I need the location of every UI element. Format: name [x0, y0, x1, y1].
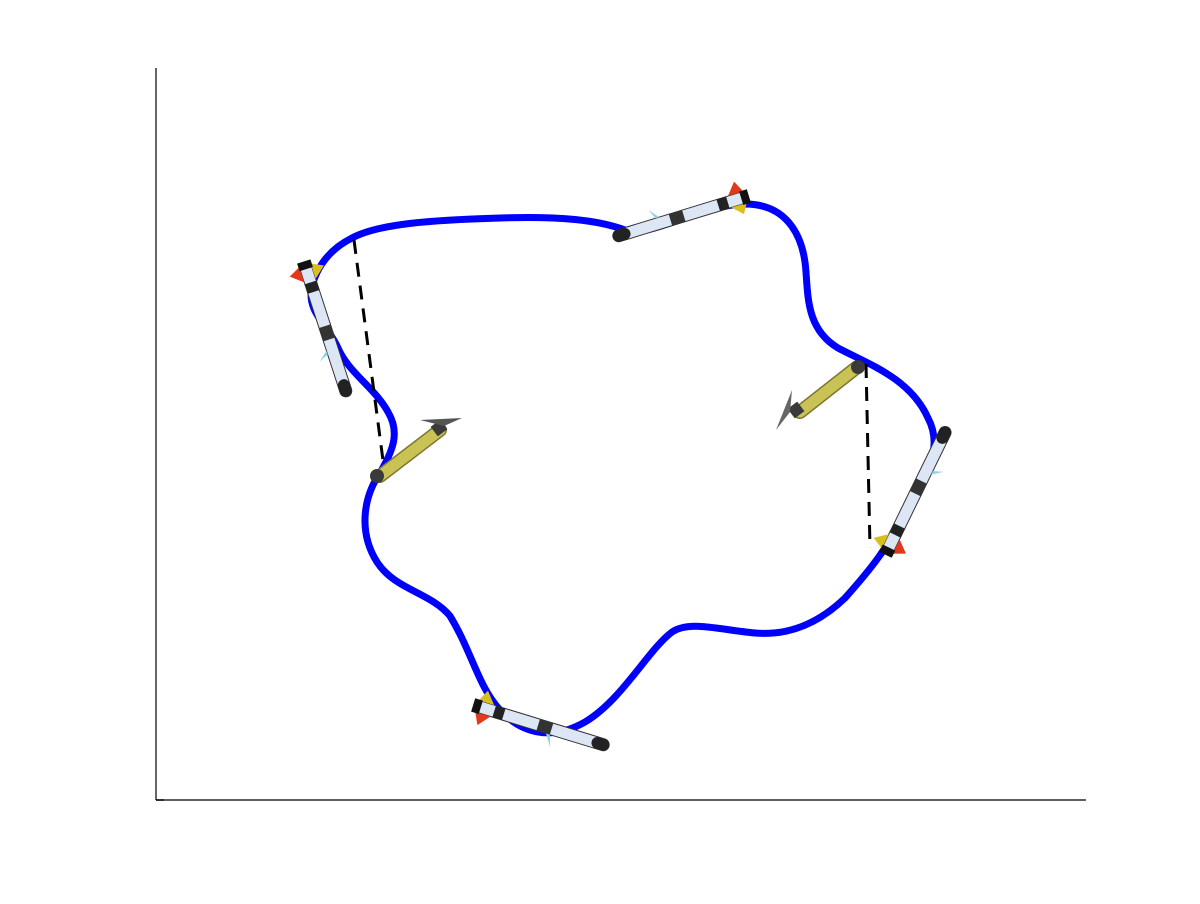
axes	[155, 68, 1086, 801]
glider-right	[776, 360, 865, 430]
auv-bottom	[471, 690, 610, 752]
trajectory-path	[307, 200, 938, 737]
auv-right	[873, 425, 952, 558]
glider-left	[370, 418, 462, 483]
auv-left	[289, 259, 353, 398]
tether-right	[864, 363, 872, 549]
tethers	[352, 239, 872, 549]
tether-left	[352, 239, 386, 469]
auv-top	[612, 181, 751, 243]
